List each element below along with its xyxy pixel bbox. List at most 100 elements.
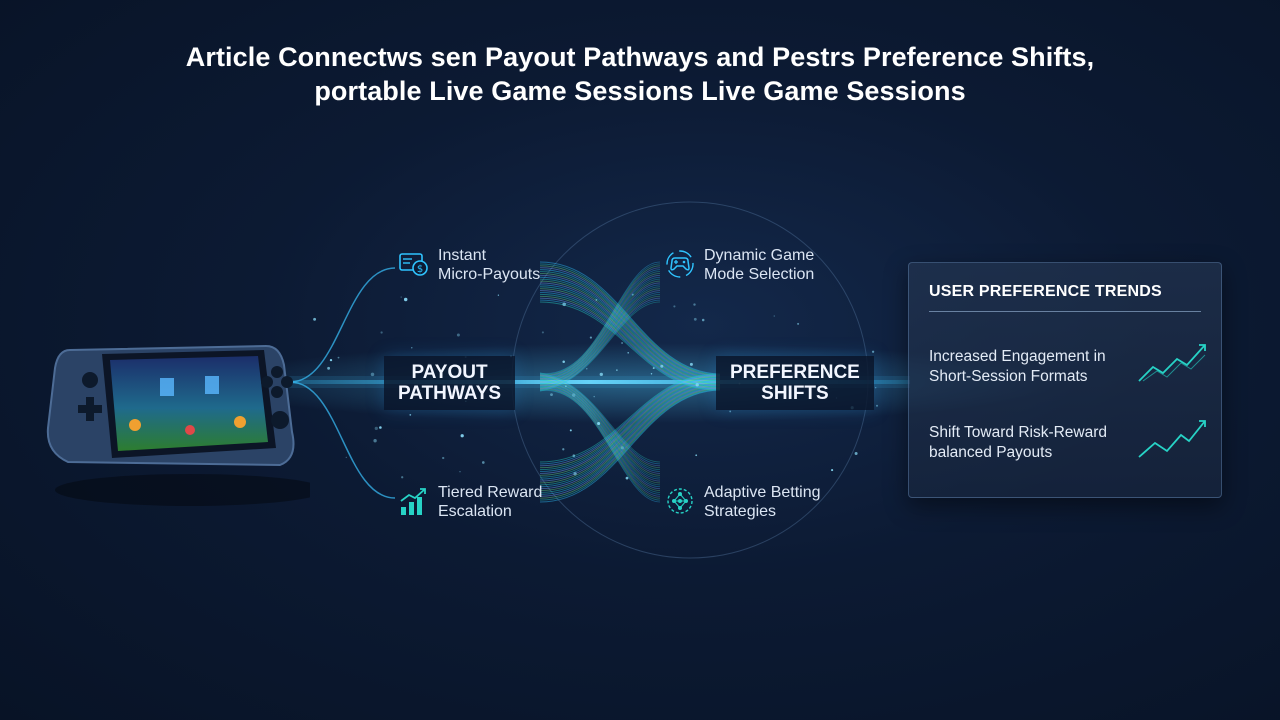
strand-line (539, 376, 661, 472)
panel-heading: USER PREFERENCE TRENDS (929, 283, 1162, 300)
preference-shifts-node: PREFERENCE SHIFTS (716, 356, 874, 410)
sparkle-dot (569, 429, 572, 432)
strand-line (539, 276, 661, 381)
strand-line (539, 284, 661, 384)
strand-line (539, 385, 721, 493)
trend-item: Increased Engagement in Short-Session Fo… (929, 344, 1209, 387)
strand-line (539, 261, 661, 374)
strand-line (539, 376, 661, 471)
strand-line (539, 269, 661, 377)
user-preference-trends-panel: USER PREFERENCE TRENDS Increased Engagem… (908, 262, 1222, 498)
strand-line (539, 293, 721, 388)
strand-line (539, 386, 661, 493)
strand-line (539, 290, 721, 386)
strand-line (539, 390, 661, 503)
strand-line (539, 377, 721, 472)
strand-line (539, 267, 721, 377)
dynamic-game-mode-item: Dynamic Game Mode Selection (664, 246, 814, 284)
strand-line (539, 265, 661, 376)
strand-line (539, 376, 721, 471)
sparkle-dot (562, 302, 566, 307)
sparkle-dot (550, 393, 553, 397)
sparkle-dot (660, 364, 664, 368)
strand-line (539, 381, 661, 482)
sparkle-dot (854, 452, 858, 455)
strand-line (539, 372, 661, 463)
strand-line (539, 301, 721, 391)
strand-line (539, 276, 721, 381)
strand-line (539, 282, 661, 383)
strand-line (539, 288, 721, 386)
strand-line (539, 383, 661, 488)
strand-line (539, 271, 661, 378)
tiered-reward-escalation-label: Tiered Reward Escalation (438, 484, 543, 520)
strand-line (539, 378, 721, 474)
strand-line (539, 280, 661, 382)
strand-line (539, 286, 721, 385)
sparkle-dot (631, 293, 634, 296)
sparkle-dot (871, 350, 875, 353)
strand-line (539, 382, 661, 486)
page-title: Article Connectws sen Payout Pathways an… (0, 40, 1280, 108)
panel-divider (929, 311, 1201, 312)
sparkle-dot (403, 297, 408, 302)
sparkle-dot (497, 294, 500, 296)
sparkle-dot (621, 341, 624, 345)
sparkle-dot (327, 366, 331, 370)
strand-line (539, 386, 721, 495)
strand-line (539, 375, 721, 467)
sparkle-dot (831, 469, 834, 472)
sparkle-dot (689, 362, 693, 366)
sparkle-dot (597, 421, 601, 426)
strand-line (539, 274, 661, 380)
strand-line (539, 382, 721, 486)
sparkle-dot (876, 404, 878, 407)
trend-up-icon (1138, 344, 1206, 382)
sparkle-dot (379, 426, 382, 429)
sparkle-dot (481, 461, 485, 464)
strand-line (539, 261, 721, 375)
handheld-console-illustration (46, 344, 310, 506)
strand-line (539, 387, 721, 497)
sparkle-dot (370, 372, 375, 377)
strand-line (539, 388, 721, 501)
strand-line (539, 272, 721, 380)
strand-line (539, 375, 661, 469)
strand-line (539, 380, 721, 480)
sparkle-dot (620, 446, 624, 450)
strand-line (539, 380, 661, 480)
sparkle-dot (593, 395, 595, 398)
strand-line (539, 293, 661, 388)
strand-line (539, 389, 721, 503)
strand-line (539, 375, 721, 469)
sparkle-dot (673, 305, 676, 308)
strand-line (539, 282, 721, 383)
sparkle-dot (411, 347, 413, 349)
strand-line (539, 288, 661, 386)
sparkle-dot (400, 296, 402, 298)
strand-line (539, 384, 721, 490)
strand-line (539, 378, 661, 476)
strand-line (539, 381, 721, 482)
strand-line (539, 299, 721, 390)
sparkle-dot (459, 471, 461, 473)
strand-line (539, 379, 661, 478)
strand-line (539, 286, 661, 385)
sparkle-dot (456, 333, 460, 337)
strand-line (539, 273, 661, 379)
strand-line (539, 263, 721, 376)
strand-line (539, 263, 661, 375)
strand-line (539, 295, 721, 389)
strand-line (539, 292, 721, 387)
title-line-2: portable Live Game Sessions Live Game Se… (314, 76, 966, 106)
sparkle-dot (541, 331, 544, 334)
sparkle-dot (572, 454, 576, 458)
strand-line (539, 301, 661, 392)
adaptive-betting-label: Adaptive Betting Strategies (704, 484, 821, 520)
strand-line (539, 387, 661, 495)
strand-line (539, 295, 661, 389)
sparkle-dot (380, 331, 383, 334)
sparkle-dot (565, 385, 567, 387)
sparkle-dot (345, 456, 347, 459)
strand-line (539, 388, 661, 499)
